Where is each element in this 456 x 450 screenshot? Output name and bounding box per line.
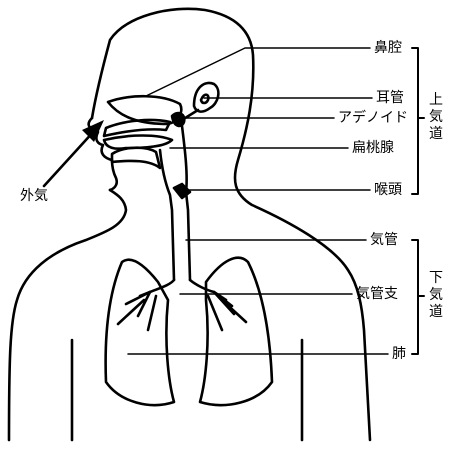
larynx-shape <box>172 182 192 200</box>
pharynx-back <box>180 124 192 282</box>
ear-outer <box>192 81 220 113</box>
bronchi-right <box>206 290 248 332</box>
leader-lines <box>127 47 389 355</box>
lower-bracket <box>411 239 419 355</box>
lower-airway-char-3: 道 <box>429 304 443 320</box>
leader-nasal <box>145 47 371 97</box>
lower-airway-char-2: 気 <box>429 287 443 303</box>
brackets <box>411 47 425 355</box>
outside-air-arrow-head <box>82 120 104 142</box>
pharynx-front <box>158 148 176 282</box>
group-lower-airway: 下 気 道 <box>428 270 444 321</box>
body-outline <box>90 7 372 442</box>
upper-bracket <box>411 47 419 195</box>
label-trachea: 気管 <box>370 232 398 248</box>
label-adenoid: アデノイド <box>338 110 408 126</box>
label-ear-canal: 耳管 <box>376 90 404 106</box>
lower-airway-char-1: 下 <box>429 270 443 286</box>
nasal-turbinate <box>102 118 172 138</box>
label-lung: 肺 <box>392 346 406 362</box>
label-larynx: 喉頭 <box>374 182 402 198</box>
outside-air-arrow-shaft <box>42 128 97 188</box>
ear-inner <box>199 93 210 105</box>
upper-airway-char-1: 上 <box>429 92 443 108</box>
adenoid-shape <box>170 111 186 128</box>
label-bronchus: 気管支 <box>356 286 398 302</box>
right-lung <box>198 256 274 407</box>
tongue <box>110 146 162 170</box>
palate <box>102 134 174 151</box>
group-upper-airway: 上 気 道 <box>428 92 444 143</box>
left-lung <box>104 258 176 407</box>
bronchi-left <box>116 290 158 332</box>
label-outside-air: 外気 <box>20 188 48 204</box>
label-nasal-cavity: 鼻腔 <box>374 40 402 56</box>
upper-airway-char-2: 気 <box>429 109 443 125</box>
neck-left-outline <box>7 188 128 442</box>
upper-airway-char-3: 道 <box>429 126 443 142</box>
label-tonsil: 扁桃腺 <box>352 140 394 156</box>
